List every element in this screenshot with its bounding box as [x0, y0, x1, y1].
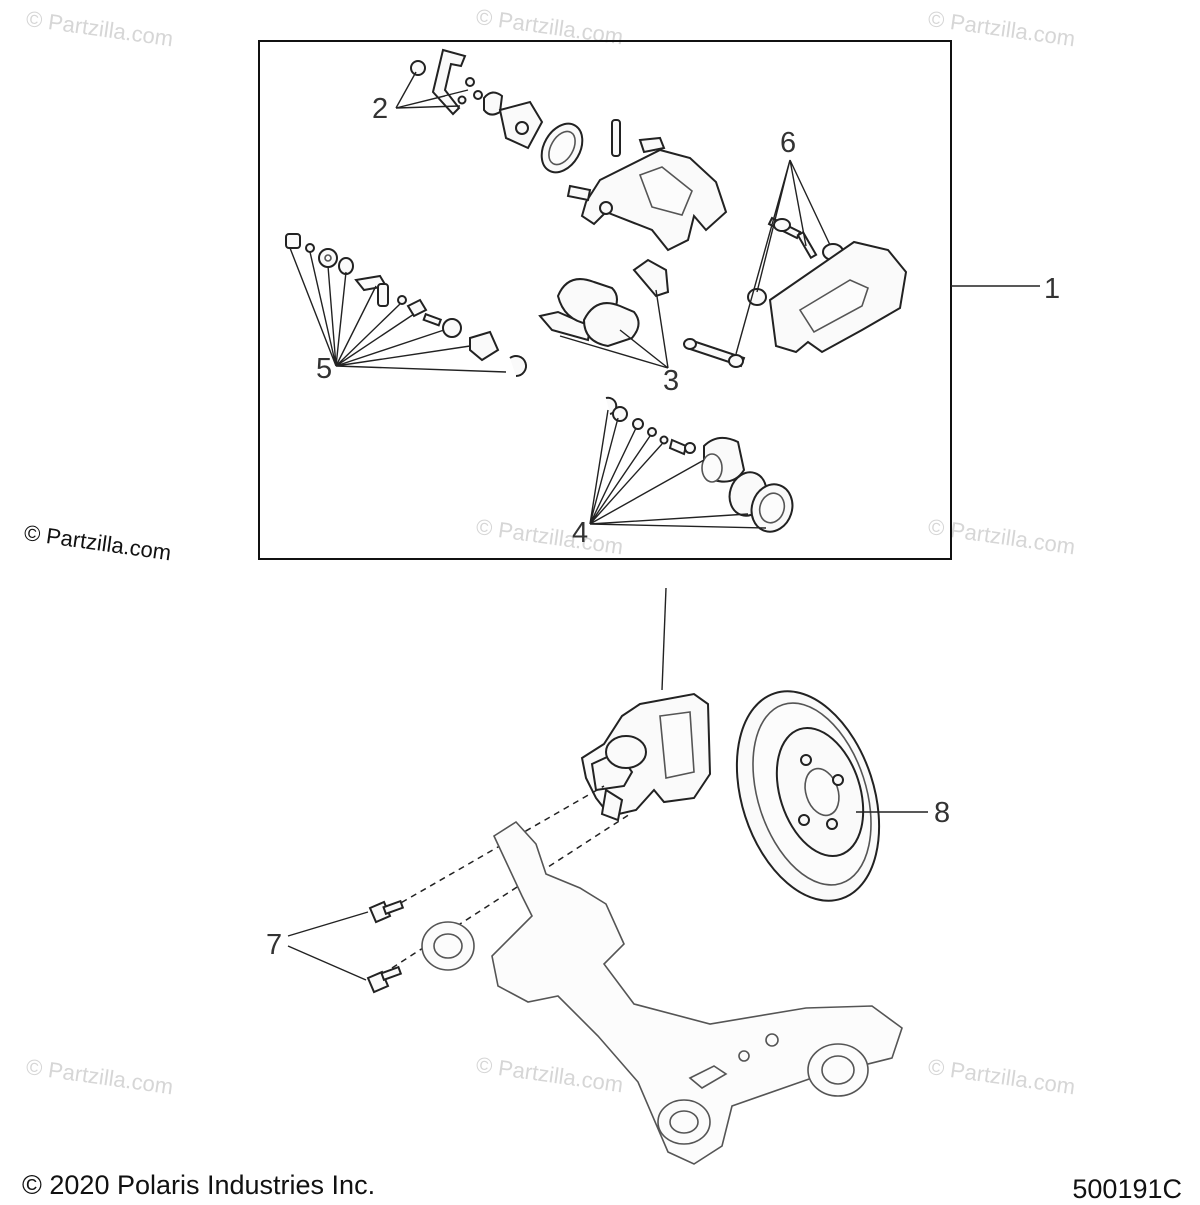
callout-1: 1 [1044, 273, 1060, 305]
callout-7: 7 [266, 929, 282, 961]
trailing-arm-icon [421, 820, 903, 1165]
copyright-notice: © 2020 Polaris Industries Inc. [22, 1170, 376, 1200]
leader-6 [735, 159, 831, 355]
parking-brake-mechanism-icon [285, 233, 527, 377]
parking-brake-spring-icon [540, 122, 584, 174]
leader-7 [287, 911, 369, 981]
leader-4 [589, 409, 767, 529]
callout-5: 5 [316, 353, 332, 385]
leader-2 [395, 71, 469, 109]
assembly-box [258, 40, 952, 560]
brake-rotor-icon [735, 690, 881, 902]
callout-2: 2 [372, 93, 388, 125]
callout-6: 6 [780, 127, 796, 159]
brake-pads-icon [538, 258, 670, 348]
parking-brake-bracket-icon [410, 48, 544, 150]
caliper-bolts-icon [366, 899, 405, 994]
caliper-body-icon [566, 119, 728, 252]
brake-caliper-assembly-icon [580, 692, 712, 822]
assembly-link-line [661, 587, 667, 691]
guide-pins-icon [683, 216, 844, 368]
mounting-line-upper [391, 785, 605, 909]
leader-3 [559, 289, 669, 369]
callout-4: 4 [572, 517, 588, 549]
caliper-bracket-icon [768, 240, 908, 354]
document-id: 500191C [1072, 1174, 1182, 1204]
piston-seal-kit-icon [605, 396, 794, 533]
leader-5 [289, 247, 507, 373]
callout-3: 3 [663, 365, 679, 397]
callout-8: 8 [934, 797, 950, 829]
